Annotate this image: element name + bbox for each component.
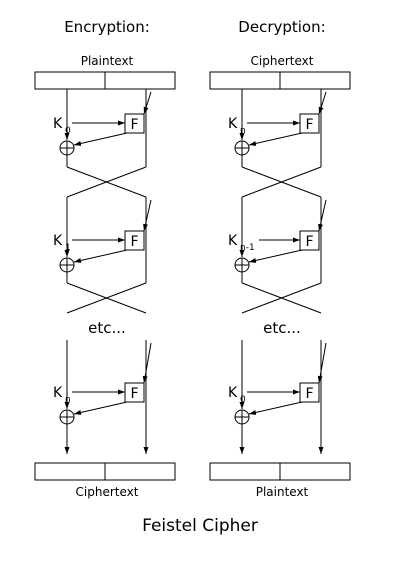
output-block [34,462,176,481]
round-key-subscript: n [240,126,246,136]
right-branch-arrow [317,342,327,384]
f-label: F [305,386,313,402]
f-label: F [130,117,138,133]
round-key-subscript: 0 [65,126,71,136]
crossover-line-b [66,282,147,314]
round-key-label: K [228,233,238,249]
f-label: F [305,117,313,133]
column-heading: Decryption: [238,18,325,36]
input-label: Plaintext [81,54,134,68]
diagram-title: Feistel Cipher [142,516,258,536]
round-function-box: F [124,230,145,251]
output-label: Plaintext [256,485,309,499]
round-key-label: K [53,116,63,132]
output-block [209,462,351,481]
round-key-subscript: n-1 [240,243,255,253]
crossover-line-b [241,166,322,198]
round-key-subscript: n [65,395,71,405]
round-key-label: K [53,233,63,249]
f-output-arrow [73,132,128,146]
crossover-line-b [241,282,322,314]
output-label: Ciphertext [76,485,139,499]
f-output-arrow [73,401,128,415]
f-output-arrow [248,401,303,415]
input-block [209,71,351,90]
etc-label: etc... [263,319,301,337]
round-function-box: F [299,382,320,403]
right-branch-arrow [318,91,327,115]
f-label: F [130,234,138,250]
round-key-label: K [228,116,238,132]
round-function-box: F [299,113,320,134]
round-function-box: F [124,382,145,403]
round-key-subscript: 0 [240,395,246,405]
right-branch-arrow [318,199,327,232]
etc-label: etc... [88,319,126,337]
crossover-line-b [66,166,147,198]
round-function-box: F [124,113,145,134]
round-key-label: K [228,385,238,401]
f-output-arrow [248,249,303,263]
f-output-arrow [248,132,303,146]
f-label: F [130,386,138,402]
f-output-arrow [73,249,128,263]
round-function-box: F [299,230,320,251]
round-key-subscript: 1 [65,243,71,253]
round-key-label: K [53,385,63,401]
right-branch-arrow [143,199,152,232]
input-block [34,71,176,90]
input-label: Ciphertext [251,54,314,68]
column-heading: Encryption: [64,18,150,36]
right-branch-arrow [142,342,152,384]
right-branch-arrow [143,91,152,115]
f-label: F [305,234,313,250]
